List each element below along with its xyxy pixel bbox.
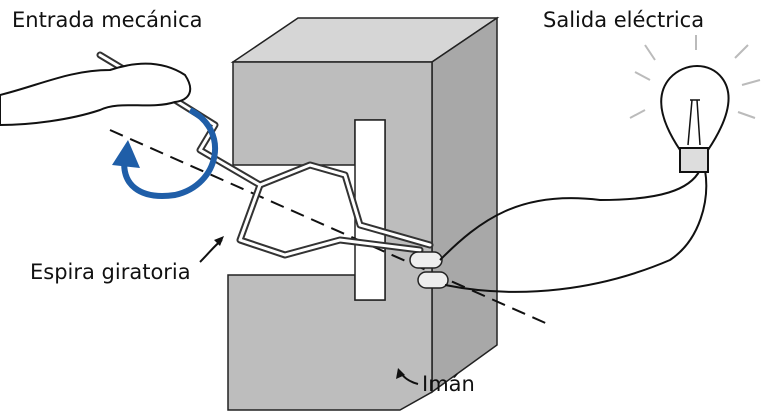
loop-label: Espira giratoria — [30, 260, 191, 284]
hand — [0, 62, 192, 127]
rotation-axis — [109, 129, 551, 326]
magnet-side-face — [431, 16, 498, 394]
output-wire-1 — [439, 169, 701, 261]
input-label: Entrada mecánica — [12, 8, 203, 32]
light-rays — [629, 35, 761, 119]
output-label: Salida eléctrica — [543, 8, 705, 32]
rotation-arrowhead — [112, 140, 140, 168]
output-wire-2 — [444, 169, 708, 293]
light-bulb — [660, 65, 730, 173]
slip-rings — [409, 251, 449, 289]
magnet-window — [354, 119, 386, 301]
magnet — [227, 16, 500, 411]
magnet-label: Imán — [422, 372, 475, 396]
rotation-arrow — [121, 107, 218, 199]
